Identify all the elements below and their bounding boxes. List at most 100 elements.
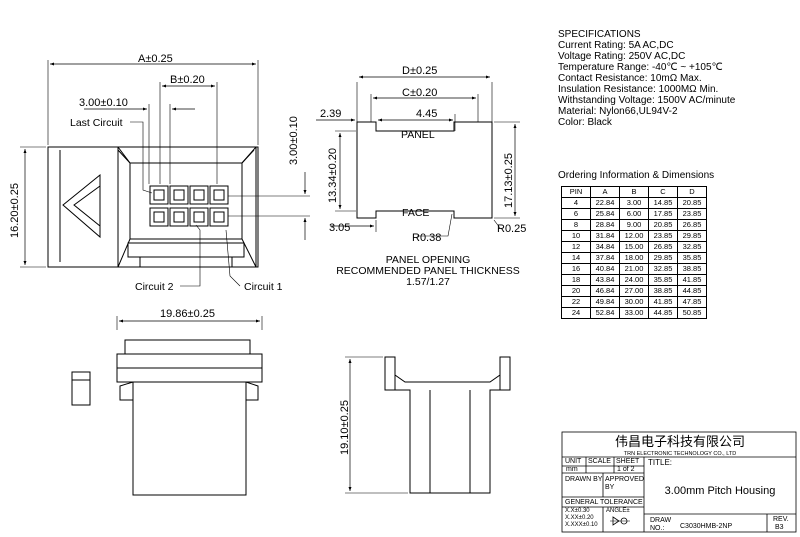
table-cell: 30.00: [619, 296, 649, 308]
table-cell: 28.84: [590, 219, 620, 231]
table-cell: 22.84: [590, 197, 620, 209]
table-cell: 24.00: [619, 274, 649, 286]
table-cell: 6.00: [619, 208, 649, 220]
table-header-cell: A: [590, 186, 620, 198]
title-block-frame: [561, 431, 797, 533]
table-cell: 37.84: [590, 252, 620, 264]
panel-caption-1: PANEL OPENING: [386, 254, 471, 266]
tb-general-tolerance: GENERAL TOLERANCE: [565, 499, 643, 506]
table-cell: 44.85: [648, 307, 678, 319]
table-cell: 38.85: [648, 285, 678, 297]
tb-angle: ANGLE±: [606, 508, 630, 514]
table-cell: 40.84: [590, 263, 620, 275]
table-cell: 23.85: [648, 230, 678, 242]
circuit-1-label: Circuit 1: [244, 281, 283, 293]
table-cell: 14.85: [648, 197, 678, 209]
table-cell: 49.84: [590, 296, 620, 308]
table-cell: 41.85: [648, 296, 678, 308]
ordering-title: Ordering Information & Dimensions: [558, 170, 715, 181]
tb-title-label: TITLE:: [648, 458, 673, 467]
table-cell: 12.00: [619, 230, 649, 242]
dim-end-height: 19.10±0.25: [339, 400, 351, 455]
panel-caption-3: 1.57/1.27: [406, 276, 450, 288]
face-label: FACE: [402, 207, 429, 219]
table-cell: 24: [561, 307, 591, 319]
table-cell: 34.84: [590, 241, 620, 253]
spec-line: Voltage Rating: 250V AC,DC: [558, 51, 686, 62]
panel-label: PANEL: [401, 129, 435, 141]
panel-opening-view: [316, 75, 520, 237]
table-cell: 9.00: [619, 219, 649, 231]
table-cell: 10: [561, 230, 591, 242]
tb-rev: B3: [775, 524, 784, 531]
dim-2-39: 2.39: [320, 108, 341, 120]
table-cell: 4: [561, 197, 591, 209]
spec-line: Current Rating: 5A AC,DC: [558, 40, 674, 51]
table-header-cell: PIN: [561, 186, 591, 198]
spec-line: Temperature Range: -40℃ ~ +105℃: [558, 62, 723, 73]
tb-unit-value: mm: [566, 466, 578, 473]
circuit-2-label: Circuit 2: [135, 281, 174, 293]
pin-cavities: [149, 185, 229, 227]
spec-line: Material: Nylon66,UL94V-2: [558, 106, 678, 117]
dim-d: D±0.25: [402, 65, 437, 77]
table-cell: 17.85: [648, 208, 678, 220]
table-cell: 25.84: [590, 208, 620, 220]
table-cell: 46.84: [590, 285, 620, 297]
table-cell: 6: [561, 208, 591, 220]
dim-c: C±0.20: [402, 87, 437, 99]
tb-tol-2: X.XX±0.20: [565, 515, 594, 521]
table-cell: 18: [561, 274, 591, 286]
specifications: SPECIFICATIONS Current Rating: 5A AC,DC …: [558, 29, 735, 128]
table-cell: 41.85: [677, 274, 707, 286]
table-cell: 22: [561, 296, 591, 308]
table-cell: 47.85: [677, 296, 707, 308]
dim-a: A±0.25: [138, 53, 173, 65]
table-cell: 43.84: [590, 274, 620, 286]
table-header-cell: C: [648, 186, 678, 198]
drawing-title: 3.00mm Pitch Housing: [665, 485, 776, 497]
end-view: [345, 356, 511, 494]
table-cell: 52.84: [590, 307, 620, 319]
dim-3-05: 3.05: [329, 222, 350, 234]
tb-sheet-value: 1 of 2: [617, 466, 635, 473]
table-cell: 31.84: [590, 230, 620, 242]
table-header-cell: B: [619, 186, 649, 198]
spec-line: Insulation Resistance: 1000MΩ Min.: [558, 84, 719, 95]
table-cell: 32.85: [677, 241, 707, 253]
table-cell: 35.85: [677, 252, 707, 264]
table-cell: 18.00: [619, 252, 649, 264]
table-cell: 29.85: [648, 252, 678, 264]
table-cell: 44.85: [677, 285, 707, 297]
tb-scale-label: SCALE: [588, 458, 611, 465]
last-circuit-label: Last Circuit: [70, 117, 123, 129]
table-cell: 38.85: [677, 263, 707, 275]
dim-r038: R0.38: [412, 232, 441, 244]
spec-line: Withstanding Voltage: 1500V AC/minute: [558, 95, 736, 106]
table-cell: 35.85: [648, 274, 678, 286]
table-cell: 20: [561, 285, 591, 297]
table-cell: 27.00: [619, 285, 649, 297]
side-view: [71, 316, 263, 496]
dim-13-34: 13.34±0.20: [327, 148, 339, 203]
tb-drawn-by: DRAWN BY: [565, 476, 603, 483]
dim-pitch: 3.00±0.10: [79, 97, 128, 109]
table-cell: 23.85: [677, 208, 707, 220]
company-name-en: TRN ELECTRONIC TECHNOLOGY CO., LTD: [624, 451, 736, 457]
front-view: [20, 60, 310, 287]
tb-draw-no-label: DRAW NO.:: [650, 517, 672, 532]
tb-sheet-label: SHEET: [616, 458, 640, 465]
table-cell: 33.00: [619, 307, 649, 319]
tb-approved-by: APPROVED BY: [605, 476, 644, 491]
